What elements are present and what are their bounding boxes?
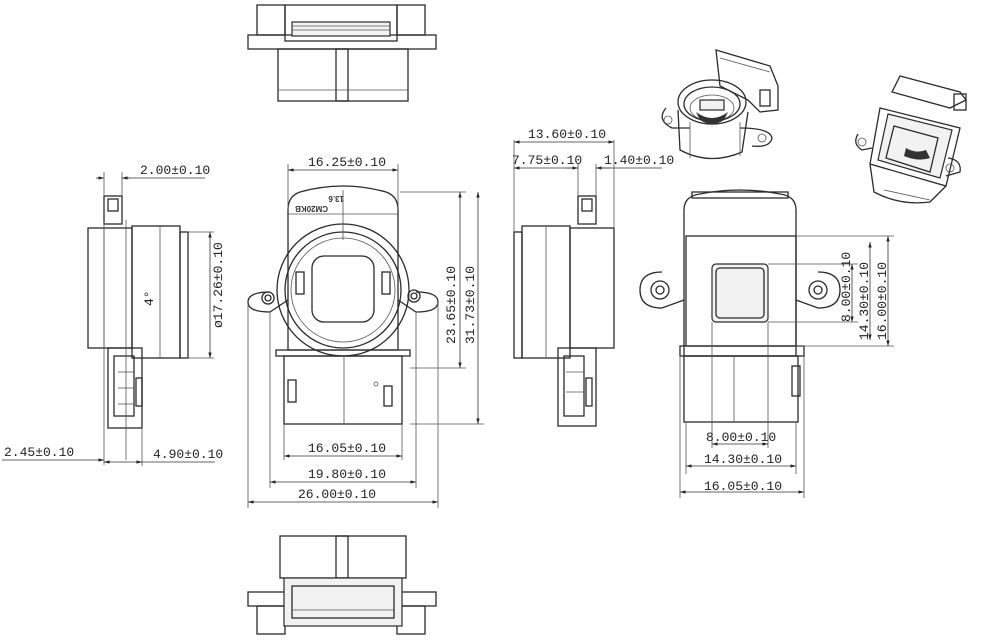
- dim-front-bottom-1: 16.05±0.10: [308, 441, 386, 456]
- dim-back-right-1: 8.00±0.10: [839, 252, 854, 322]
- top-view: [247, 4, 437, 102]
- right-side-view: [513, 140, 662, 427]
- front-dimensions: [247, 164, 484, 508]
- dim-side-angle: 4°: [142, 290, 157, 306]
- dim-back-bottom-2: 14.30±0.10: [704, 452, 782, 467]
- front-view: CM20KB 13.6: [247, 185, 439, 425]
- bottom-view: [247, 535, 437, 635]
- dim-back-right-3: 16.00±0.10: [875, 262, 890, 340]
- dim-front-bottom-3: 26.00±0.10: [298, 487, 376, 502]
- back-dimensions: [679, 235, 894, 498]
- dim-back-bottom-1: 8.00±0.10: [706, 430, 776, 445]
- isometric-view-lens: [661, 49, 779, 160]
- isometric-view-back: [855, 75, 967, 204]
- front-marking-number: 13.6: [328, 194, 344, 203]
- left-dimensions: [2, 172, 215, 466]
- dim-side-bottom-right: 4.90±0.10: [153, 447, 223, 462]
- dim-mid-right: 1.40±0.10: [604, 153, 674, 168]
- back-view: [639, 189, 841, 423]
- dimension-labels: 2.00±0.10 2.45±0.10 4.90±0.10 ø17.26±0.1…: [4, 127, 890, 502]
- front-marking-model: CM20KB: [295, 204, 328, 213]
- dim-mid-left: 7.75±0.10: [512, 153, 582, 168]
- dim-front-bottom-2: 19.80±0.10: [308, 467, 386, 482]
- dim-mid-top: 13.60±0.10: [528, 127, 606, 142]
- dim-front-top: 16.25±0.10: [308, 155, 386, 170]
- dim-side-diameter: ø17.26±0.10: [211, 242, 226, 328]
- dim-back-right-2: 14.30±0.10: [857, 262, 872, 340]
- dim-side-top: 2.00±0.10: [140, 163, 210, 178]
- dim-front-height-1: 23.65±0.10: [444, 266, 459, 344]
- dim-side-bottom-left: 2.45±0.10: [4, 445, 74, 460]
- left-side-view: [87, 195, 189, 465]
- dim-back-bottom-3: 16.05±0.10: [704, 479, 782, 494]
- dim-front-height-2: 31.73±0.10: [463, 266, 478, 344]
